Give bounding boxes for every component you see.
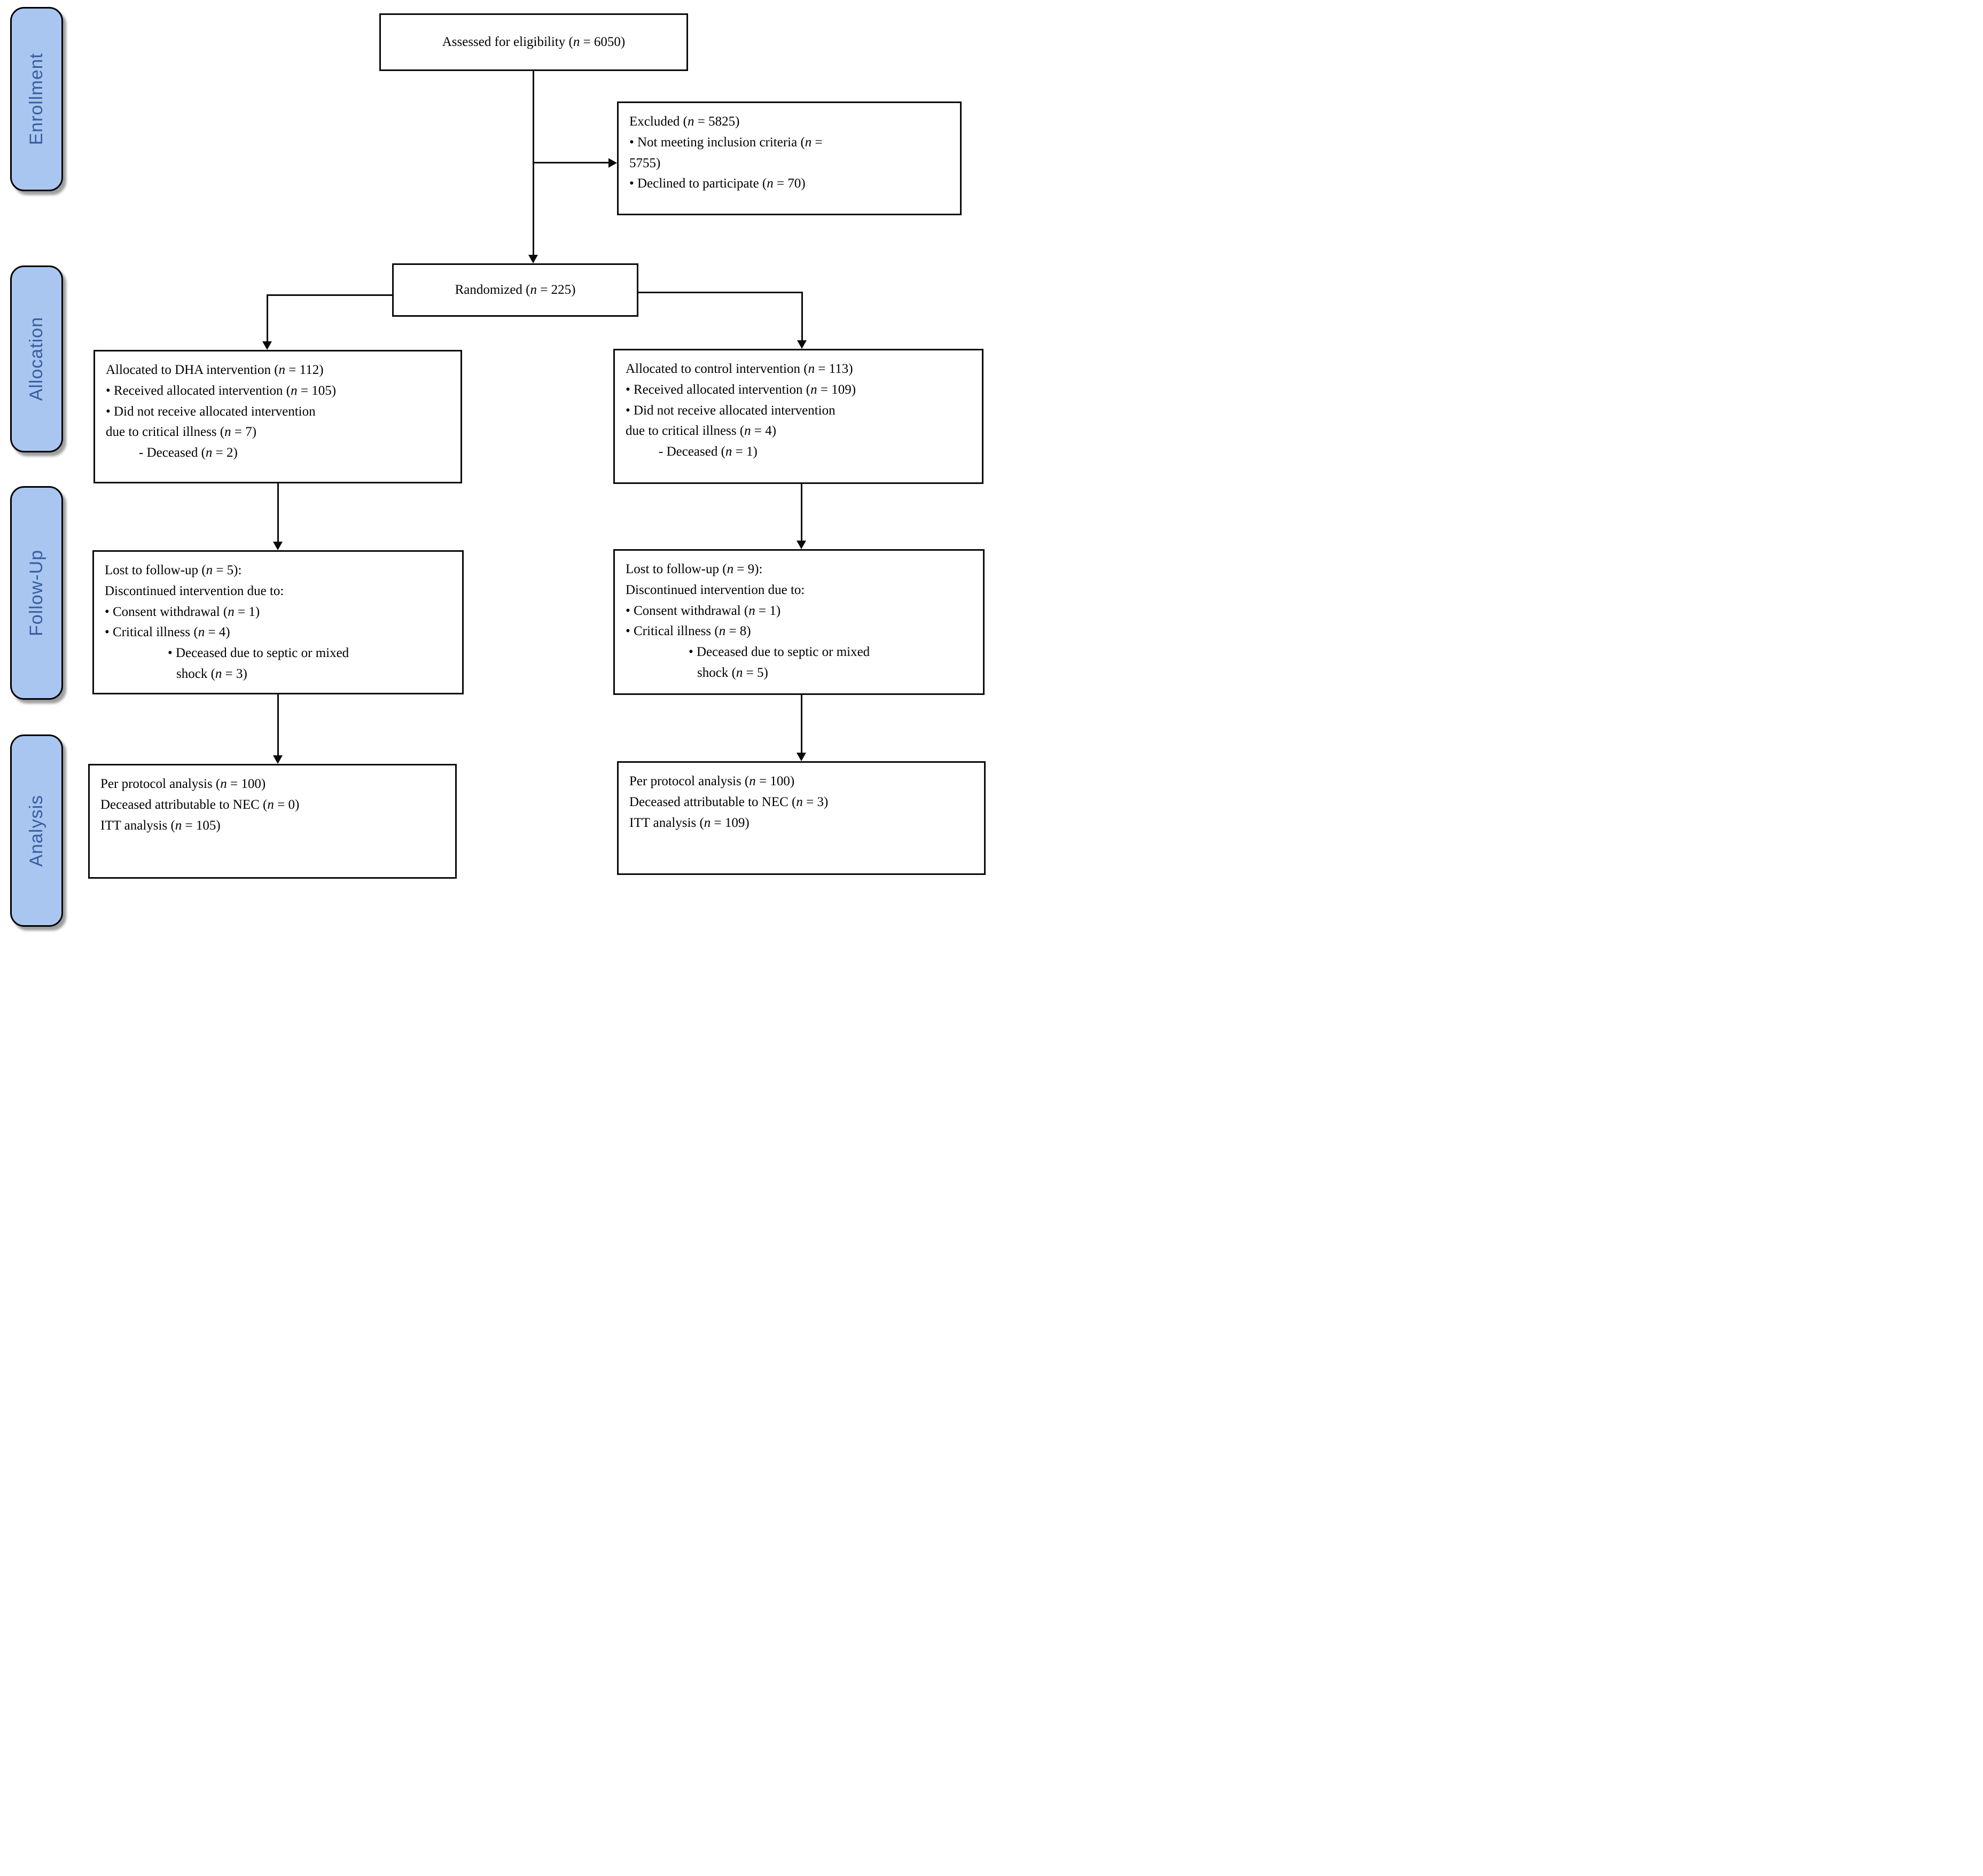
connector-assessed-to-randomized-arrowhead (528, 255, 538, 263)
box-line: Allocated to control intervention (n = 1… (626, 362, 853, 376)
box-line: • Declined to participate (n = 70) (629, 176, 806, 191)
connector-to-allocation-right-arrowhead (797, 340, 807, 349)
followup-left-box: Lost to follow-up (n = 5): Discontinued … (92, 550, 464, 694)
box-line: Discontinued intervention due to: (626, 582, 805, 597)
stage-label-analysis-text: Analysis (26, 794, 46, 867)
box-line: ITT analysis (n = 109) (629, 815, 750, 830)
box-line: • Not meeting inclusion criteria (n = (629, 135, 823, 150)
box-line: • Consent withdrawal (n = 1) (105, 604, 260, 619)
connector-allocation-to-followup-right-arrowhead (797, 541, 806, 549)
stage-label-enrollment: Enrollment (10, 7, 63, 191)
assessed-text: Assessed for eligibility (n = 6050) (442, 34, 626, 49)
randomized-text: Randomized (n = 225) (455, 282, 576, 297)
allocation-left-box: Allocated to DHA intervention (n = 112) … (93, 350, 462, 483)
stage-label-allocation: Allocation (10, 265, 63, 452)
connector-randomized-right-hline (638, 292, 803, 293)
box-line: due to critical illness (n = 4) (626, 424, 777, 439)
analysis-left-box: Per protocol analysis (n = 100) Deceased… (88, 764, 457, 879)
excluded-box: Excluded (n = 5825) • Not meeting inclus… (617, 101, 962, 215)
stage-label-analysis: Analysis (10, 734, 63, 927)
connector-randomized-right-vline (801, 292, 803, 340)
box-line: Allocated to DHA intervention (n = 112) (106, 363, 324, 377)
box-line: • Did not receive allocated intervention (626, 403, 836, 418)
stage-label-followup-text: Follow-Up (26, 549, 46, 637)
connector-to-allocation-left-arrowhead (262, 341, 272, 350)
box-line: - Deceased (n = 2) (139, 445, 238, 460)
box-line: Deceased attributable to NEC (n = 3) (629, 794, 829, 809)
box-line: Discontinued intervention due to: (105, 583, 284, 598)
box-line: • Received allocated intervention (n = 1… (106, 383, 337, 398)
analysis-right-box: Per protocol analysis (n = 100) Deceased… (617, 761, 986, 875)
box-line: Per protocol analysis (n = 100) (629, 774, 795, 788)
stage-label-enrollment-text: Enrollment (26, 53, 46, 145)
allocation-right-box: Allocated to control intervention (n = 1… (613, 349, 983, 484)
connector-followup-to-analysis-right-line (801, 695, 802, 753)
stage-label-followup: Follow-Up (10, 486, 63, 700)
followup-right-box: Lost to follow-up (n = 9): Discontinued … (613, 549, 985, 695)
box-line: Lost to follow-up (n = 5): (105, 563, 242, 577)
box-line: shock (n = 3) (176, 666, 247, 681)
connector-to-excluded-line (533, 162, 608, 163)
connector-allocation-to-followup-right-line (801, 484, 802, 541)
box-line: - Deceased (n = 1) (659, 444, 758, 459)
box-line: • Received allocated intervention (n = 1… (626, 382, 856, 397)
box-line: • Did not receive allocated intervention (106, 404, 316, 419)
box-line: Per protocol analysis (n = 100) (100, 777, 266, 791)
box-line: 5755) (629, 155, 661, 170)
connector-followup-to-analysis-left-arrowhead (273, 755, 283, 764)
box-line: • Critical illness (n = 4) (105, 625, 230, 640)
connector-followup-to-analysis-left-line (277, 694, 279, 755)
connector-allocation-to-followup-left-arrowhead (273, 542, 283, 550)
connector-randomized-left-vline (267, 294, 268, 341)
stage-label-allocation-text: Allocation (26, 317, 46, 401)
connector-followup-to-analysis-right-arrowhead (797, 753, 806, 761)
box-line: due to critical illness (n = 7) (106, 425, 257, 440)
connector-to-excluded-arrowhead (608, 158, 617, 168)
consort-flow-diagram: Enrollment Allocation Follow-Up Analysis… (0, 0, 992, 938)
box-line: • Deceased due to septic or mixed (689, 645, 870, 659)
box-line: • Deceased due to septic or mixed (168, 646, 349, 660)
box-line: • Consent withdrawal (n = 1) (626, 603, 781, 618)
box-line: Deceased attributable to NEC (n = 0) (100, 797, 300, 812)
box-line: Lost to follow-up (n = 9): (626, 562, 763, 576)
connector-allocation-to-followup-left-line (277, 483, 279, 542)
box-line: Excluded (n = 5825) (629, 114, 740, 129)
assessed-box: Assessed for eligibility (n = 6050) (379, 13, 688, 71)
randomized-box: Randomized (n = 225) (392, 263, 638, 317)
connector-randomized-left-hline (267, 294, 392, 296)
box-line: ITT analysis (n = 105) (100, 818, 221, 833)
box-line: shock (n = 5) (697, 665, 768, 680)
box-line: • Critical illness (n = 8) (626, 624, 751, 639)
